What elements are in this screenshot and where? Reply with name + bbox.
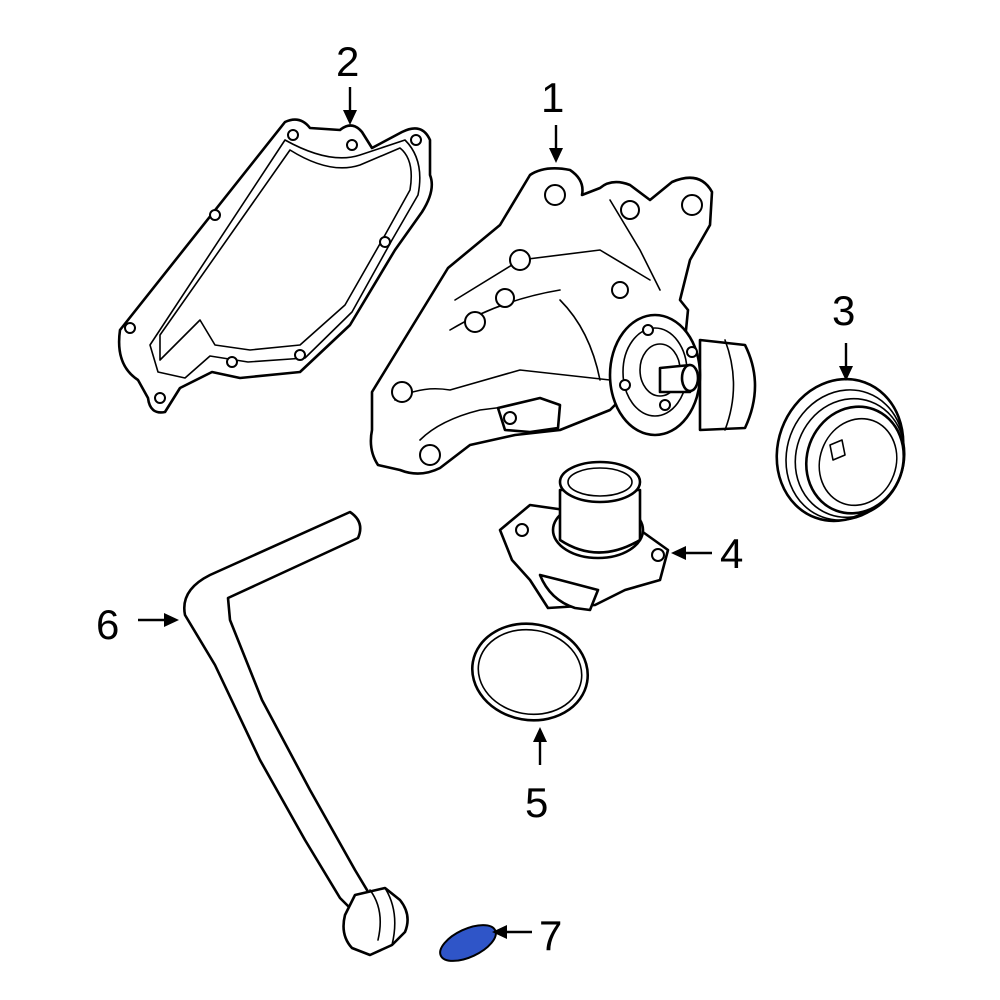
part-2-gasket	[117, 118, 434, 414]
part-1-water-pump	[369, 167, 757, 475]
arrow-5-head	[533, 727, 547, 742]
part-5-o-ring	[470, 622, 590, 722]
callout-5: 5	[525, 779, 548, 826]
arrow-3-head	[839, 366, 853, 381]
part-6-coolant-pipe	[182, 510, 409, 957]
arrow-7-head	[492, 925, 507, 939]
callout-1: 1	[541, 74, 564, 121]
arrow-1-head	[549, 148, 563, 163]
callout-7: 7	[539, 912, 562, 959]
callout-4: 4	[720, 530, 743, 577]
callout-arrows	[138, 87, 853, 939]
callout-3: 3	[832, 287, 855, 334]
part-7-highlighted-seal	[439, 924, 497, 962]
part-3-pulley	[775, 377, 906, 523]
part-4-thermostat-housing	[498, 460, 670, 612]
arrow-6-head	[164, 613, 179, 627]
arrow-4-head	[671, 546, 686, 560]
callout-6: 6	[96, 601, 119, 648]
arrow-2-head	[343, 110, 357, 125]
callout-2: 2	[336, 38, 359, 85]
